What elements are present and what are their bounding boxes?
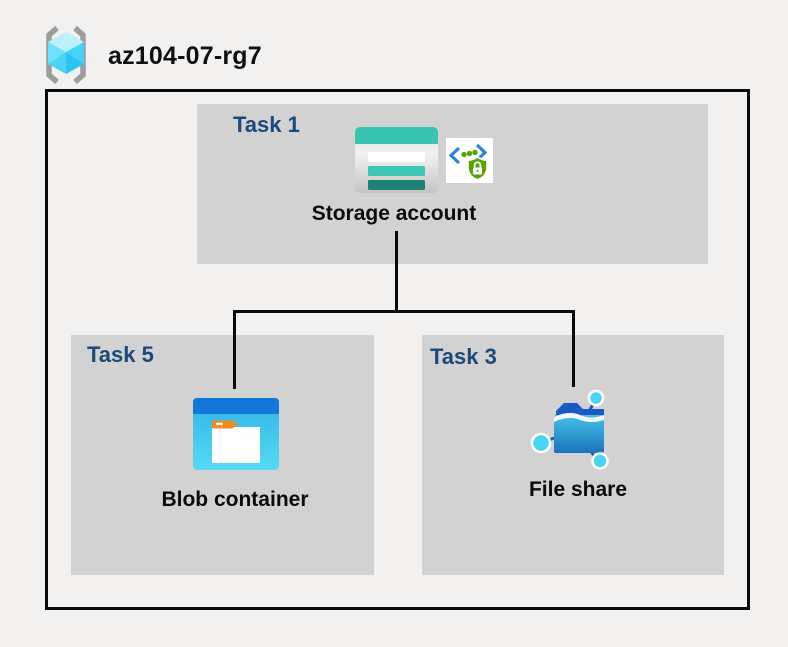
connector-storage-trunk [395, 231, 398, 312]
blob-container-icon [193, 398, 279, 470]
node-task5: Task 5 Blob container [71, 335, 374, 575]
task5-label: Task 5 [87, 342, 154, 367]
task1-caption: Storage account [311, 202, 477, 225]
secure-access-icon [446, 138, 493, 183]
resource-group-boundary [45, 89, 750, 610]
resource-group-name: az104-07-rg7 [108, 42, 262, 70]
task5-caption: Blob container [161, 488, 309, 511]
resource-group-icon [46, 26, 86, 84]
connector-to-fileshare [572, 310, 575, 387]
node-task1: Task 1 [197, 104, 708, 264]
task1-label: Task 1 [233, 112, 300, 137]
connector-horizontal [233, 310, 575, 313]
storage-account-icon [355, 127, 438, 193]
file-share-icon [530, 389, 609, 470]
connector-to-blob [233, 310, 236, 389]
task3-caption: File share [528, 478, 628, 501]
task3-label: Task 3 [430, 344, 497, 369]
